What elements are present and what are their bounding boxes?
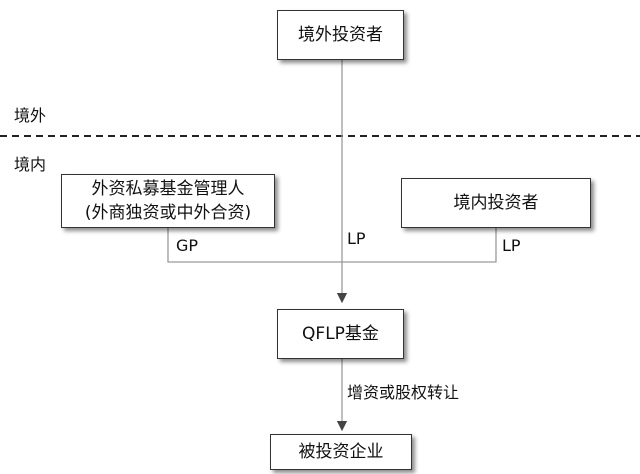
foreign-investor-box: 境外投资者: [277, 10, 404, 60]
investee-label: 被投资企业: [298, 442, 384, 462]
foreign-pe-manager-box: 外资私募基金管理人 (外商独资或中外合资): [61, 174, 275, 228]
domestic-investor-box: 境内投资者: [401, 178, 591, 228]
gp-edge-label: GP: [176, 236, 199, 255]
foreign-investor-label: 境外投资者: [298, 25, 383, 45]
manager-label-line2: (外商独资或中外合资): [84, 203, 252, 223]
lp-right-connector-line: [342, 228, 497, 263]
manager-label-line1: 外资私募基金管理人: [91, 179, 245, 199]
qflp-fund-label: QFLP基金: [302, 324, 379, 344]
domestic-investor-label: 境内投资者: [453, 193, 539, 213]
domestic-region-label: 境内: [14, 155, 47, 174]
lp-right-edge-label: LP: [502, 236, 521, 255]
lp-center-edge-label: LP: [347, 229, 366, 248]
overseas-region-label: 境外: [14, 106, 47, 125]
investee-company-box: 被投资企业: [270, 434, 412, 470]
qflp-fund-box: QFLP基金: [277, 309, 404, 359]
gp-connector-line: [167, 228, 342, 263]
investment-edge-label: 增资或股权转让: [347, 383, 460, 402]
